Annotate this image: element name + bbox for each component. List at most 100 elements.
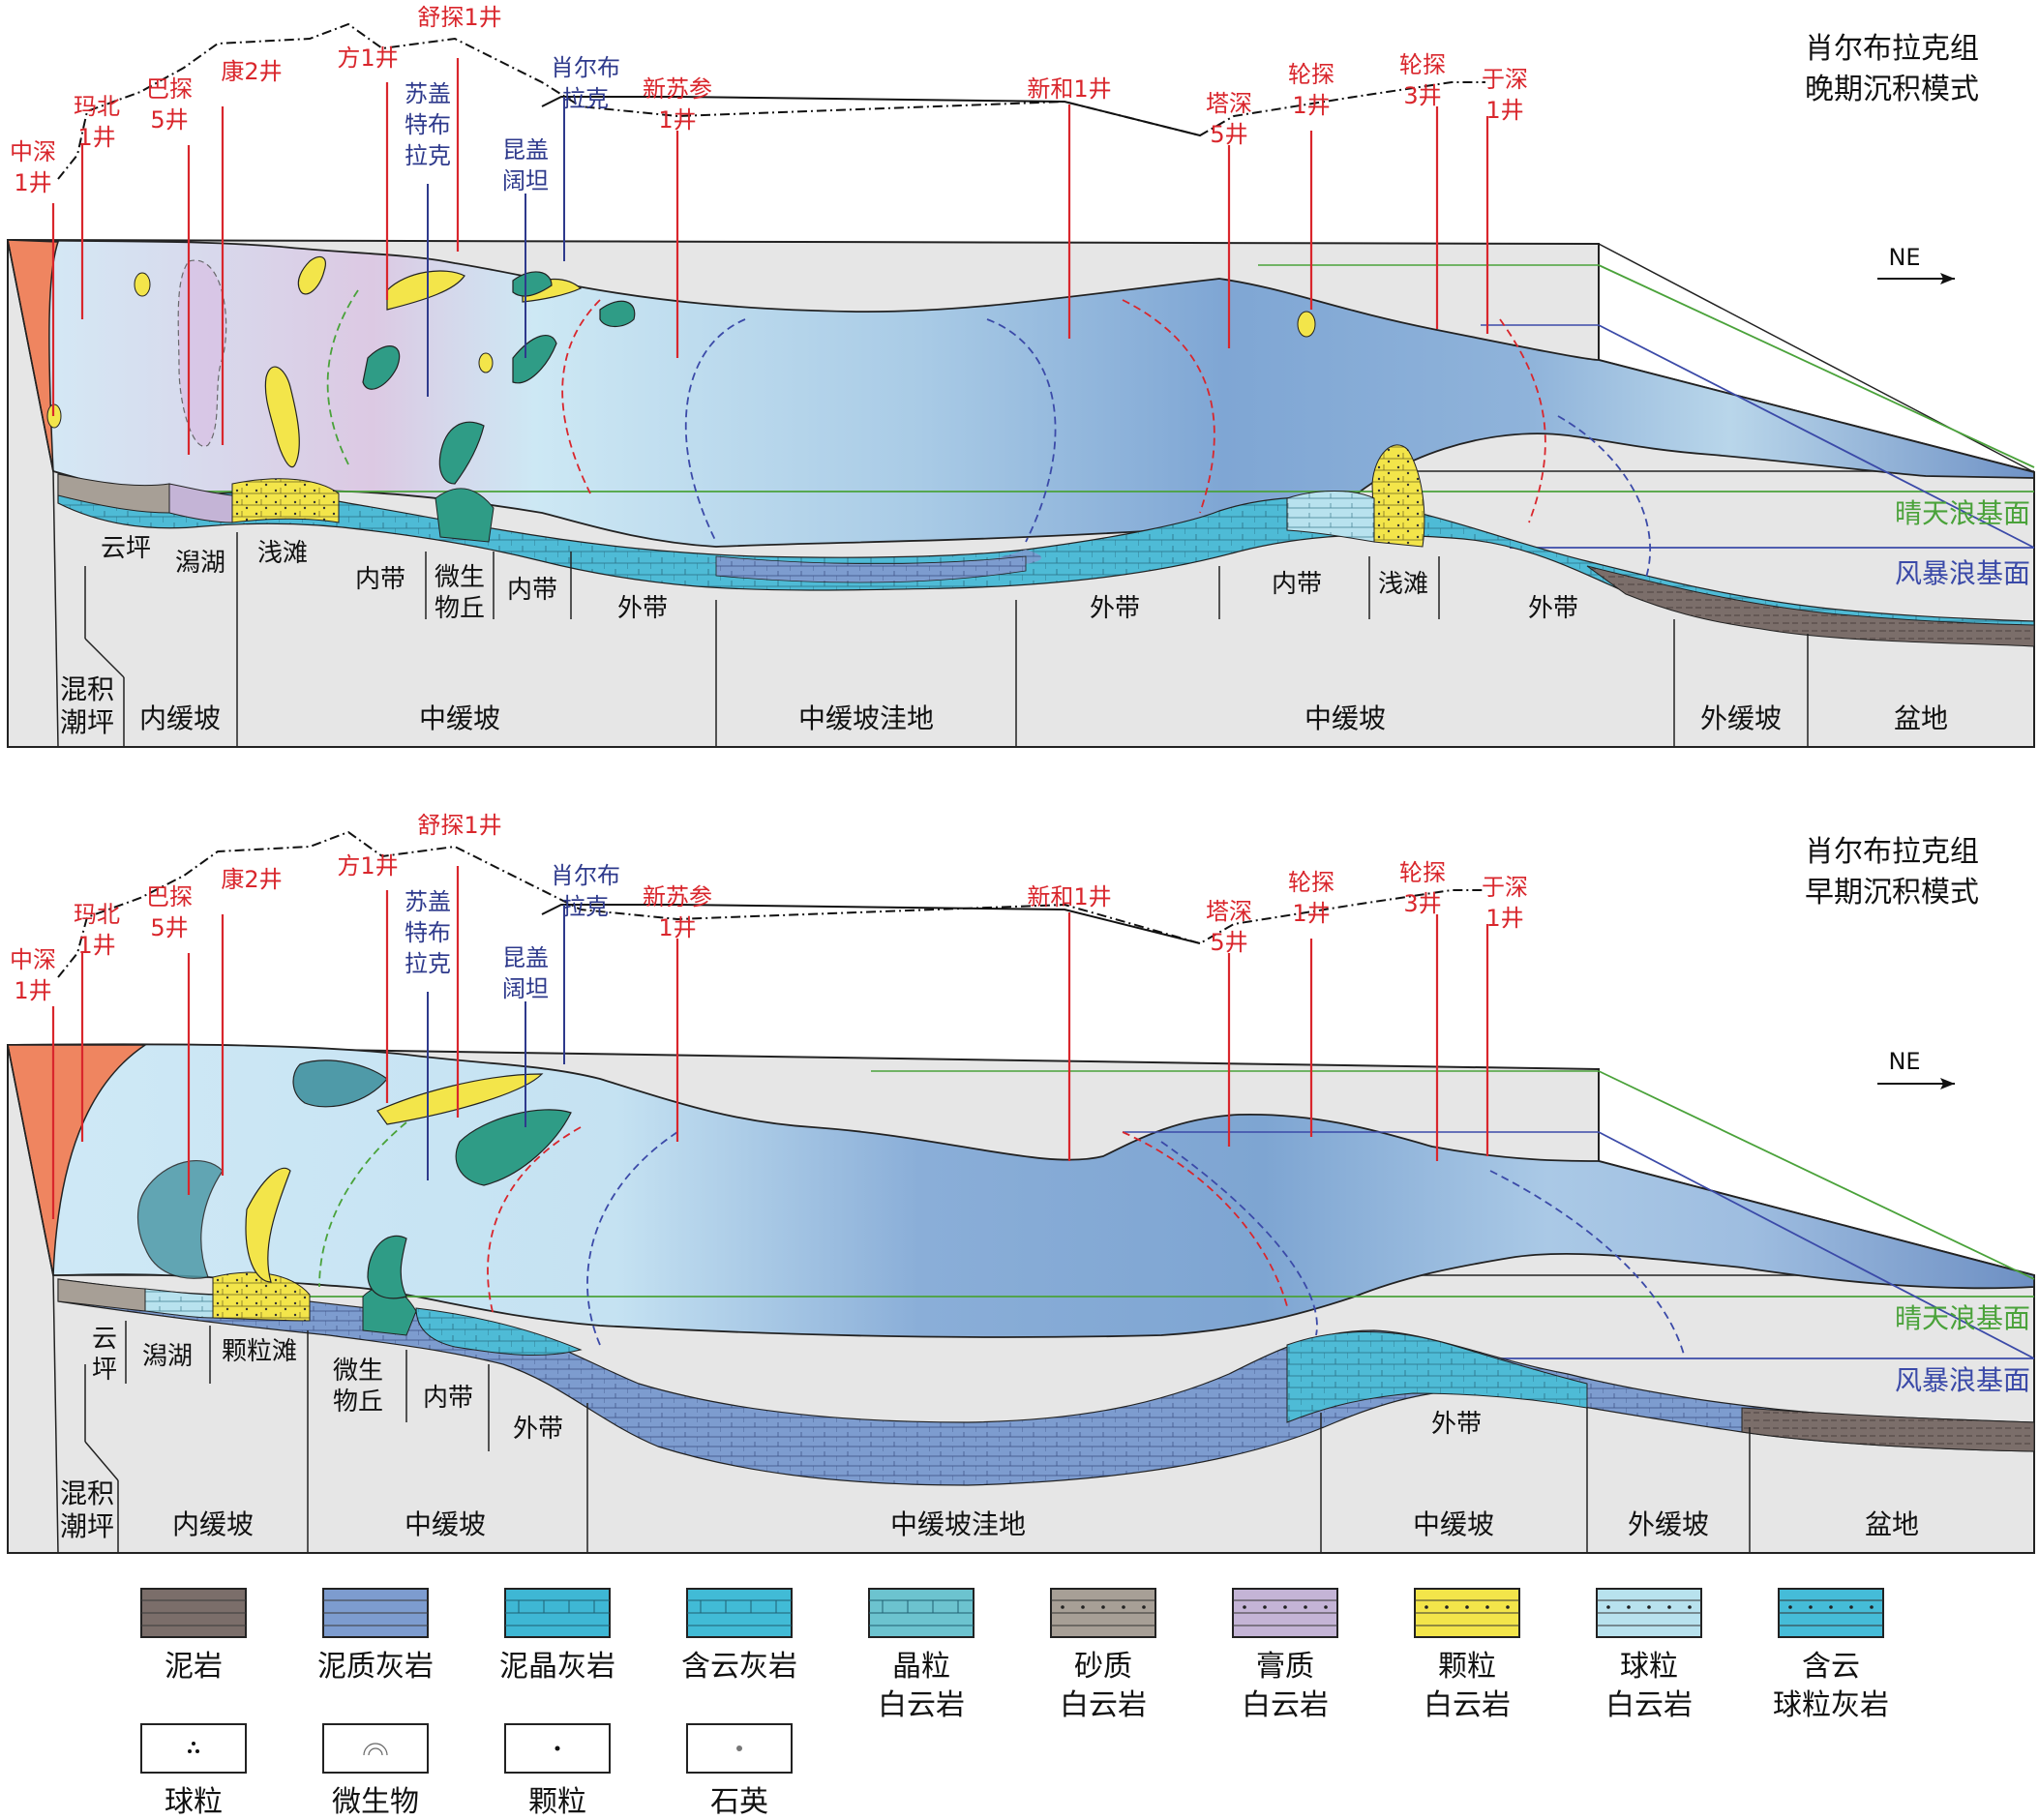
early-zone-basin: 盆地 — [1865, 1508, 1919, 1540]
legend-label-line2: 白云岩 — [1424, 1688, 1511, 1722]
early-well-luntan1: 轮探 — [1288, 869, 1334, 896]
late-strata-depression — [715, 555, 1027, 583]
legend-label: 晶粒 — [892, 1650, 950, 1684]
late-facies-qiantan2: 浅滩 — [1378, 570, 1428, 599]
legend-label: 球粒 — [1620, 1650, 1678, 1684]
late-zone-inner: 内缓坡 — [139, 702, 221, 734]
late-facies-qiantan: 浅滩 — [257, 539, 308, 568]
early-outcrop-sugai-3: 拉克 — [405, 950, 451, 977]
early-ne-arrow-icon — [1877, 1078, 1955, 1089]
early-facies-yun-2: 坪 — [92, 1356, 117, 1385]
dolomitic-limestone-swatch-icon — [686, 1588, 793, 1638]
early-storm-label: 风暴浪基面 — [1895, 1364, 2030, 1396]
legend-item: 泥质灰岩 — [317, 1588, 434, 1684]
early-well-tashen: 塔深 — [1206, 898, 1252, 925]
mudstone-swatch-icon — [140, 1588, 247, 1638]
early-well-tashen-b: 5井 — [1210, 929, 1247, 956]
late-title-line1: 肖尔布拉克组 — [1805, 32, 1979, 66]
early-outcrop-xiao-2: 拉克 — [562, 893, 609, 920]
early-grain-bar2 — [376, 1073, 544, 1125]
early-grain-shoal-strata — [212, 1271, 311, 1322]
early-well-fang: 方1井 — [337, 852, 398, 880]
late-title-line2: 晚期沉积模式 — [1805, 73, 1979, 106]
legend-item: 泥晶灰岩 — [499, 1588, 615, 1684]
late-outcrop-kun-2: 阔坦 — [502, 167, 549, 194]
late-middle-zone-curve — [1122, 299, 1546, 523]
late-grain-bar1 — [264, 366, 300, 468]
late-fair-weather-line — [1598, 264, 2035, 468]
late-well-xinsucan-b: 1井 — [658, 106, 696, 134]
late-inner-belt-section — [1286, 491, 1375, 543]
early-zone-inner: 内缓坡 — [172, 1508, 254, 1540]
early-well-yushen: 于深 — [1482, 874, 1528, 901]
early-well-lines — [51, 866, 1489, 1219]
late-yunping-strata — [57, 473, 170, 514]
late-storm-label: 风暴浪基面 — [1895, 557, 2030, 589]
early-well-mabei: 玛北 — [74, 901, 120, 928]
late-well-mabei-b: 1井 — [77, 124, 115, 151]
early-facies-waidai1: 外带 — [513, 1415, 563, 1444]
early-outcrop-lines — [427, 905, 565, 1180]
late-zone-middle1: 中缓坡 — [419, 702, 500, 734]
early-outcrop-kun-1: 昆盖 — [502, 944, 549, 971]
early-well-luntan1-b: 1井 — [1292, 900, 1330, 927]
late-facies-neidai3: 内带 — [1272, 570, 1322, 599]
legend-label: 微生物 — [332, 1785, 419, 1819]
late-mound1 — [438, 421, 485, 485]
late-well-batan: 巴探 — [146, 75, 193, 103]
late-storm-line — [1598, 324, 2035, 549]
microbe-symbol-icon — [322, 1723, 429, 1774]
late-mound2 — [362, 345, 401, 390]
early-depression-curve — [586, 1131, 1318, 1346]
legend-label-line2: 白云岩 — [1242, 1688, 1329, 1722]
late-well-xinsucan: 新苏参 — [643, 75, 712, 103]
late-depression-curve — [684, 318, 1057, 543]
late-facies-waidai2: 外带 — [1090, 594, 1140, 623]
early-facies-neidai: 内带 — [423, 1384, 473, 1413]
early-grain-bar1 — [245, 1167, 291, 1283]
early-strata-teal — [415, 1307, 583, 1357]
early-well-xinsucan: 新苏参 — [643, 883, 712, 910]
late-outcrop-kun-1: 昆盖 — [502, 136, 549, 164]
late-outcrop-xiao-1: 肖尔布 — [551, 54, 620, 81]
late-shoal-strata — [231, 478, 340, 523]
early-well-xinhe: 新和1井 — [1027, 883, 1111, 910]
early-strata-basin — [1741, 1407, 2035, 1452]
legend-item: 颗粒 — [504, 1723, 611, 1819]
early-zone-hunji-2: 潮坪 — [60, 1510, 114, 1542]
early-facies-weisheng-1: 微生 — [333, 1357, 383, 1386]
legend-label-line2: 白云岩 — [1060, 1688, 1147, 1722]
late-well-yushen-b: 1井 — [1485, 97, 1523, 124]
late-facies-neidai2: 内带 — [507, 576, 557, 605]
legend-label: 含云 — [1802, 1650, 1860, 1684]
late-facies-neidai1: 内带 — [355, 565, 405, 594]
late-well-tashen: 塔深 — [1206, 90, 1252, 117]
legend-label: 石英 — [710, 1785, 768, 1819]
early-well-luntan3: 轮探 — [1399, 859, 1446, 886]
early-profile-line — [57, 830, 1485, 978]
quartz-symbol-icon — [686, 1723, 793, 1774]
early-facies-weisheng-2: 物丘 — [333, 1387, 383, 1417]
early-well-yushen-b: 1井 — [1485, 905, 1523, 932]
legend-item: 含云灰岩 — [681, 1588, 797, 1684]
late-grain-dot4 — [1297, 311, 1316, 338]
late-grain-dot1 — [134, 272, 151, 297]
pellet-symbol-icon — [140, 1723, 247, 1774]
late-profile-line — [57, 22, 1485, 180]
late-facies-weisheng-2: 物丘 — [435, 594, 485, 623]
late-outcrop-sugai-1: 苏盖 — [405, 80, 451, 107]
early-storm-line — [1598, 1131, 2035, 1359]
micritic-limestone-swatch-icon — [504, 1588, 611, 1638]
early-outcrop-sugai-1: 苏盖 — [405, 888, 451, 915]
late-facies-waidai3: 外带 — [1528, 594, 1578, 623]
late-well-zhongshen-b: 1井 — [14, 169, 51, 196]
legend-item: 泥岩 — [140, 1588, 247, 1684]
legend-label: 泥质灰岩 — [317, 1650, 434, 1684]
early-zone-middle2: 中缓坡 — [1413, 1508, 1494, 1540]
late-lagoon-body — [177, 259, 227, 447]
early-zone-outer: 外缓坡 — [1628, 1508, 1709, 1540]
late-tidal-flat-wedge — [7, 239, 60, 472]
